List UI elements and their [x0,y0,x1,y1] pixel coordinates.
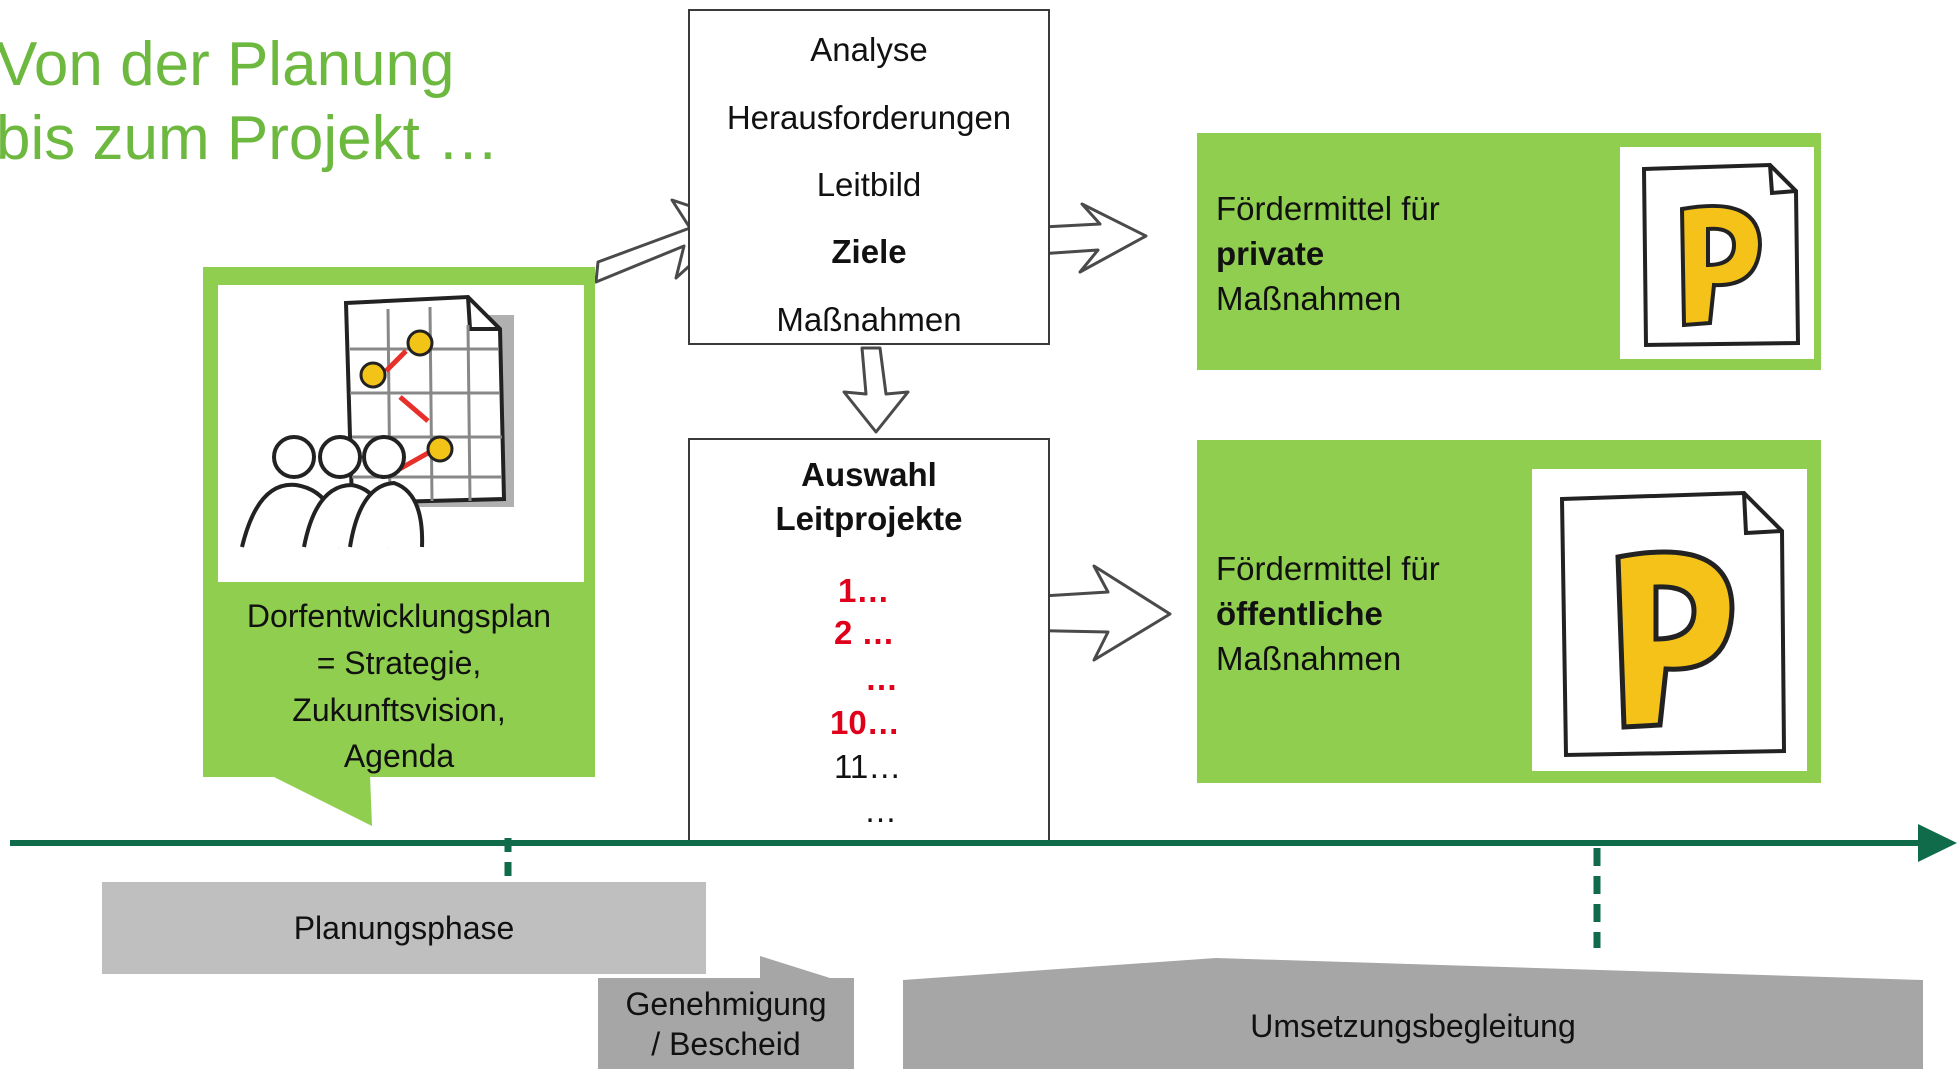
plan-caption-line-1: Dorfentwicklungsplan [246,598,552,634]
approval-label-line-2: / Bescheid [651,1026,801,1062]
project-item-ellipsis: … [865,660,898,697]
implementation-label: Umsetzungsbegleitung [1250,1008,1576,1044]
project-item-1: 1… [838,572,890,609]
process-item-analyse: Analyse [810,31,928,68]
process-item-goals: Ziele [831,233,907,270]
plan-caption-line-4: Agenda [343,738,455,774]
public-funding-line-1: Fördermittel für [1216,550,1440,587]
project-item-11: 11… [834,748,902,785]
arrow-down-to-selection [842,346,910,434]
plan-caption-line-3: Zukunftsvision, [292,692,506,728]
public-funding-line-3: Maßnahmen [1216,640,1402,677]
approval-label: Genehmigung / Bescheid [598,984,854,1064]
selection-heading-line-2: Leitprojekte [775,500,963,537]
public-funding-text: Fördermittel für öffentliche Maßnahmen [1216,546,1440,681]
page-title: Von der Planung bis zum Projekt … [0,28,499,176]
project-item-2: 2 … [834,614,895,651]
process-item-challenges: Herausforderungen [726,99,1012,136]
p-document-icon [1559,490,1787,758]
public-funding-line-2: öffentliche [1216,595,1383,632]
public-document-illustration [1532,469,1807,771]
plan-illustration [218,285,584,582]
title-line-1: Von der Planung [0,30,455,99]
p-document-icon [1641,162,1801,348]
implementation-bar-shape [903,958,1923,1069]
private-funding-line-2: private [1216,235,1325,272]
private-funding-line-1: Fördermittel für [1216,190,1440,227]
planning-document-icon [240,294,514,548]
process-item-measures: Maßnahmen [776,301,962,338]
timeline-arrowhead [1918,824,1957,862]
project-item-10: 10… [830,704,900,741]
private-funding-text: Fördermittel für private Maßnahmen [1216,186,1440,321]
callout-tail [270,775,372,826]
planning-phase-label: Planungsphase [293,910,515,946]
approval-label-line-1: Genehmigung [625,986,827,1022]
plan-caption-line-2: = Strategie, [316,645,482,681]
approval-bar-shape [598,956,854,1069]
project-item-more: … [864,792,897,829]
private-funding-line-3: Maßnahmen [1216,280,1402,317]
private-document-illustration [1620,147,1814,359]
selection-heading-line-1: Auswahl [801,456,937,493]
process-item-mission: Leitbild [816,166,922,203]
planning-phase-bar: Planungsphase [102,882,706,974]
process-box: Analyse Herausforderungen Leitbild Ziele… [688,9,1050,345]
selection-box: Auswahl Leitprojekte 1… 2 … … 10… 11… … [688,438,1050,845]
title-line-2: bis zum Projekt … [0,104,500,173]
